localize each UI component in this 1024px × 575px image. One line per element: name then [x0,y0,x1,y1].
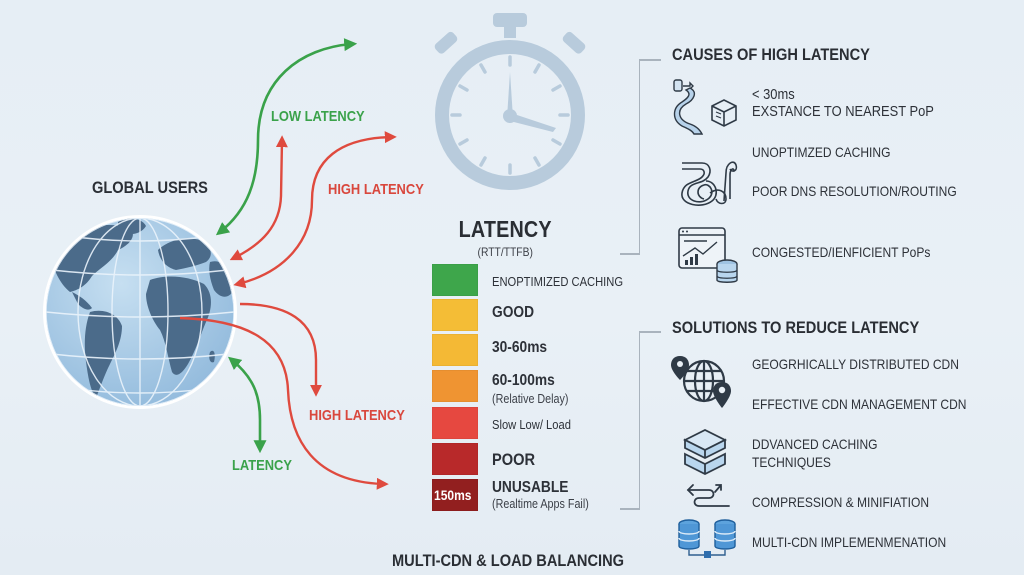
solution-item-3: DDVANCED CACHING TECHNIQUES [752,436,878,470]
latency-subtitle: (RTT/TTFB) [477,245,533,259]
high-latency-arrow-4 [179,316,389,490]
solution-item-1: GEOGRHICALLY DISTRIBUTED CDN [752,356,959,372]
globe-icon [43,215,237,409]
cause-item-1: < 30ms EXSTANCE TO NEAREST PoP [752,86,934,120]
causes-title: CAUSES OF HIGH LATENCY [672,45,870,64]
low-latency-label: LOW LATENCY [271,108,365,125]
high-latency-label-top: HIGH LATENCY [328,181,424,198]
scale-label-4: Slow Low/ Load [492,417,571,432]
causes-bracket-bottom [620,253,640,255]
dashboard-database-icon [678,227,738,283]
multi-cdn-title: MULTI-CDN & LOAD BALANCING [392,551,624,570]
causes-bracket [639,59,640,254]
cause-item-2-line2: POOR DNS RESOLUTION/ROUTING [752,183,957,199]
solution-item-5: MULTI-CDN IMPLEMENMENATION [752,534,947,550]
globe-pins-icon [671,356,731,408]
cause-item-2-line1: UNOPTIMZED CACHING [752,144,891,160]
solutions-bracket-bottom [620,508,640,510]
solutions-title: SOLUTIONS TO REDUCE LATENCY [672,318,920,337]
solution-item-4: COMPRESSION & MINIFIATION [752,494,930,510]
stopwatch-icon [434,13,586,190]
scale-segment-yellow-2 [432,334,478,366]
scale-badge-150ms: 150ms [434,487,472,503]
solution-item-2: EFFECTIVE CDN MANAGEMENT CDN [752,396,967,412]
latency-title: LATENCY [458,216,552,242]
latency-arrow [227,356,267,454]
solutions-bracket-tick [639,331,661,333]
scale-segment-orange [432,370,478,402]
global-users-title: GLOBAL USERS [92,178,208,197]
tangled-pipes-icon [681,161,738,206]
scale-segment-green [432,264,478,296]
low-latency-arrow [215,38,358,236]
latency-label: LATENCY [232,457,292,474]
high-latency-arrow-3 [239,302,322,397]
cause-item-3: CONGESTED/IENFICIENT PoPs [752,244,931,260]
scale-label-2: 30-60ms [492,339,548,356]
scale-sublabel-3: (Relative Delay) [492,392,569,406]
winding-road-server-icon [673,79,737,135]
scale-label-6: UNUSABLE (Realtime Apps Fail) [492,479,589,511]
high-latency-label-bottom: HIGH LATENCY [309,407,405,424]
linked-databases-icon [678,519,736,558]
scale-segment-maroon: 150ms [432,479,478,511]
scale-segment-dark-red [432,443,478,475]
scale-segment-yellow-1 [432,299,478,331]
scale-segment-red [432,407,478,439]
latency-heading: LATENCY (RTT/TTFB) [430,216,580,259]
scale-sublabel-6: (Realtime Apps Fail) [492,497,589,511]
stacked-layers-icon [682,428,728,476]
scale-label-5: POOR [492,450,536,469]
causes-bracket-tick [639,59,661,61]
scale-label-0: ENOPTIMIZED CACHING [492,274,624,289]
high-latency-arrow-2 [233,131,397,289]
route-arrows-icon [686,484,730,507]
scale-label-3: 60-100ms (Relative Delay) [492,372,569,406]
scale-label-1: GOOD [492,304,535,321]
solutions-bracket [639,331,640,509]
